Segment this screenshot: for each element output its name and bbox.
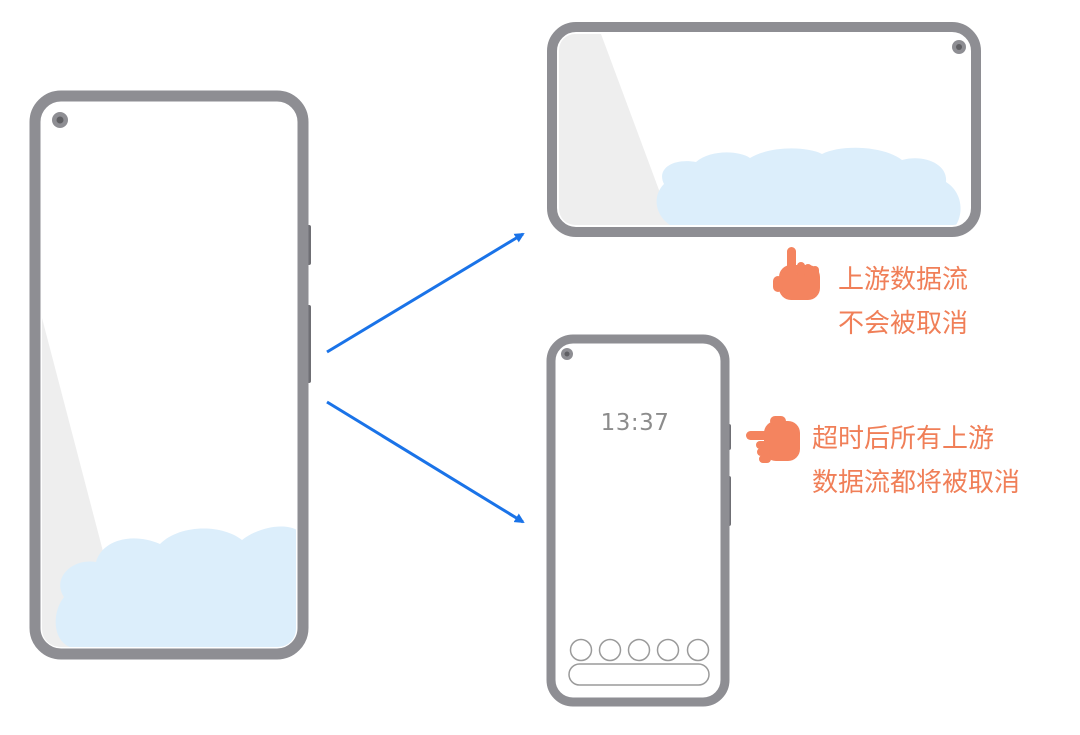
rotation-note-line2: 不会被取消 — [838, 309, 969, 339]
search-bar — [568, 663, 710, 686]
app-icon — [598, 638, 622, 662]
app-icon — [569, 638, 593, 662]
phone-frame — [546, 334, 730, 707]
cloud — [656, 147, 961, 225]
app-icon — [686, 638, 710, 662]
app-dock-icons — [569, 638, 710, 662]
pointing-up-hand-icon — [773, 247, 820, 300]
phone-screen — [42, 318, 296, 647]
pointing-left-hand-icon — [746, 416, 800, 463]
cloud — [55, 526, 296, 647]
portrait-phone — [29, 90, 311, 660]
lock-screen-clock: 13:37 — [600, 410, 670, 436]
landscape-phone — [547, 22, 981, 237]
app-icon — [656, 638, 680, 662]
arrow-to-lock-screen — [326, 400, 525, 524]
phone-screen — [559, 34, 961, 225]
app-icon — [627, 638, 651, 662]
rotation-note: 上游数据流 不会被取消 — [838, 258, 968, 346]
light-beam — [559, 34, 672, 225]
rotation-note-line1: 上游数据流 — [838, 265, 969, 295]
lock-screen-phone — [546, 334, 731, 707]
timeout-note-line2: 数据流都将被取消 — [812, 468, 1021, 498]
timeout-note-line1: 超时后所有上游 — [812, 424, 995, 454]
phone-frame — [29, 90, 309, 660]
arrow-to-landscape — [326, 232, 525, 354]
timeout-note: 超时后所有上游 数据流都将被取消 — [812, 417, 1020, 505]
